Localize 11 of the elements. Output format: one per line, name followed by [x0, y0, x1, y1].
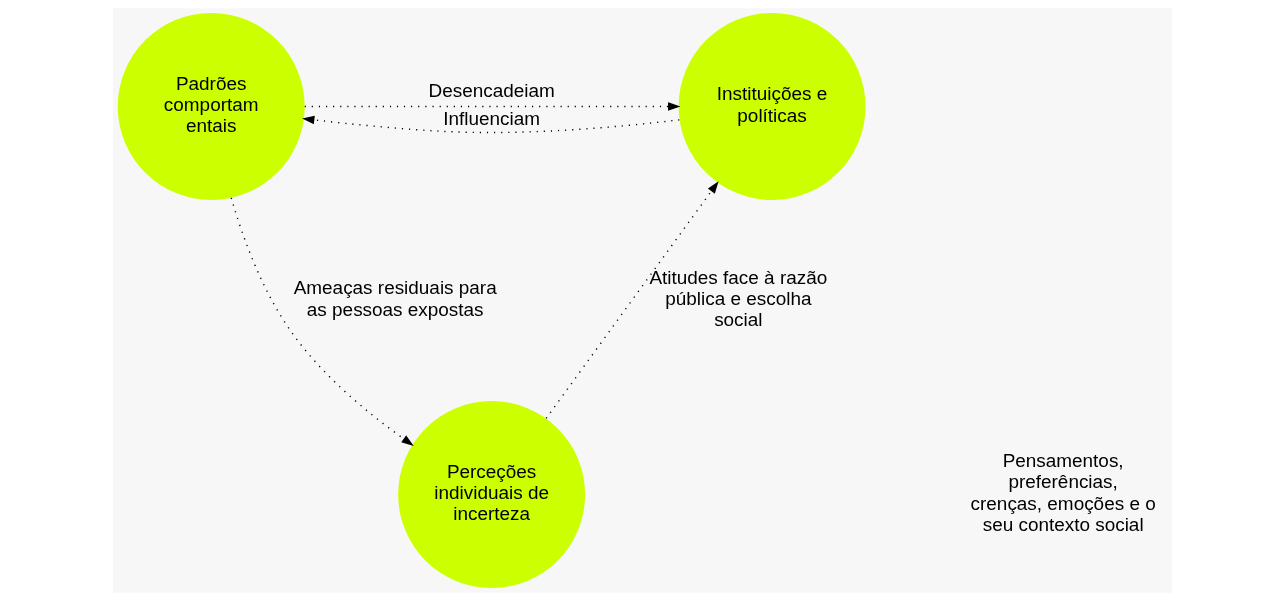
arrow [545, 181, 719, 419]
label: Pensamentos, preferências, crenças, emoções e o seu contexto social [970, 450, 1156, 535]
arrow [302, 115, 680, 134]
edge-label: Ameaças residuais para as pessoas expostas [293, 277, 497, 320]
edge-label: Influenciam [443, 108, 541, 130]
edge-label: Atitudes face à razão pública e escolha social [649, 266, 828, 331]
edge-label: Desencadeiam [428, 79, 555, 101]
arrow [230, 197, 414, 446]
arrow [304, 102, 681, 111]
node-circle: Instituições e políticas [678, 12, 866, 200]
node-circle: Padrões comportam entais [117, 12, 305, 200]
